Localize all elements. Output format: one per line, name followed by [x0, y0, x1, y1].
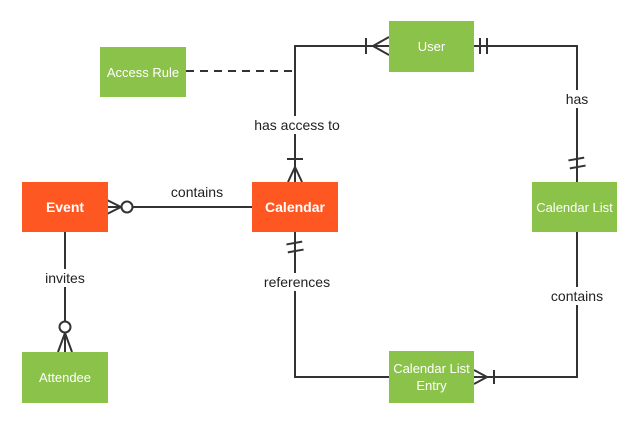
entity-calendar: Calendar	[252, 182, 338, 232]
entity-event: Event	[22, 182, 108, 232]
connector-has-access-to	[287, 36, 390, 183]
connector-references	[286, 232, 389, 378]
entity-calendar-list-label: Calendar List	[536, 199, 613, 215]
connector-contains-event	[106, 199, 252, 215]
relationship-label-contains-event: contains	[166, 183, 228, 201]
connector-contains-list	[473, 232, 578, 385]
connector-has	[474, 38, 586, 182]
entity-event-label: Event	[45, 198, 85, 215]
relationship-label-contains-list: contains	[546, 287, 608, 305]
connector-invites	[57, 232, 73, 353]
entity-user-label: User	[417, 39, 446, 54]
relationship-label-has-access-to: has access to	[250, 116, 344, 134]
relationship-label-references: references	[259, 273, 335, 291]
entity-calendar-list-entry-label: Calendar List Entry	[393, 361, 470, 393]
relationship-label-invites: invites	[41, 269, 89, 287]
entity-attendee-label: Attendee	[38, 370, 92, 385]
entity-access-rule: Access Rule	[100, 47, 186, 97]
relationship-label-has: has	[561, 90, 593, 108]
entity-user: User	[389, 21, 474, 72]
entity-calendar-list: Calendar List	[532, 182, 617, 232]
entity-attendee: Attendee	[22, 352, 108, 403]
entity-calendar-list-entry: Calendar List Entry	[389, 351, 474, 403]
entity-calendar-label: Calendar	[265, 198, 325, 215]
entity-access-rule-label: Access Rule	[106, 64, 180, 80]
